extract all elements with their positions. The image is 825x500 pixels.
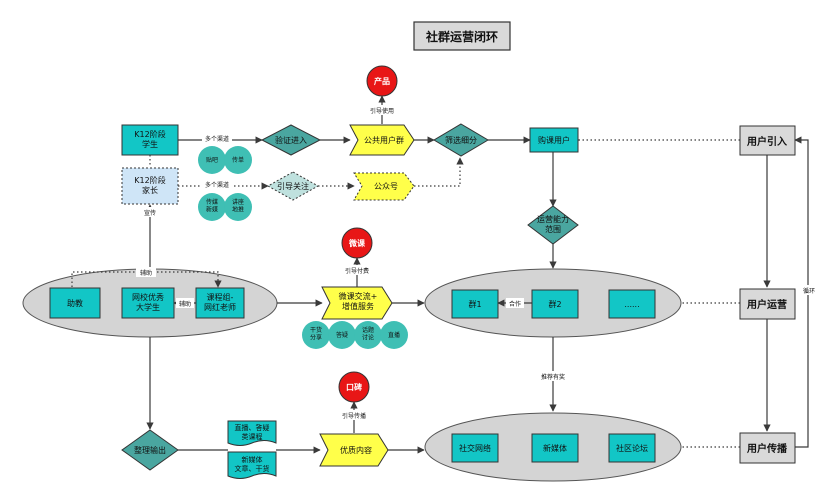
k12-student-label: K12阶段学生 <box>134 129 165 149</box>
quality-content-label: 优质内容 <box>340 445 372 455</box>
cloud2-item-1: 讲座地推 <box>232 198 244 214</box>
label-circulate: 循环 <box>803 287 815 295</box>
guide-follow-label: 引导关注 <box>277 181 309 191</box>
k12-parent-node: K12阶段家长 <box>121 167 179 205</box>
cloud2-item-0: 传媒新媒 <box>206 198 218 214</box>
cloud3-item-1: 答疑 <box>336 331 348 339</box>
tutor-label: 助教 <box>67 298 83 308</box>
cloud1-item-0: 贴吧 <box>206 156 218 164</box>
social-network-node: 社交网络 <box>451 433 499 463</box>
label-recommend: 推荐有奖 <box>541 373 565 381</box>
k12-student-node: K12阶段学生 <box>121 124 179 156</box>
community-forum-label: 社区论坛 <box>616 443 648 453</box>
cloud3-item-3: 直播 <box>388 331 400 339</box>
ops-scope-label: 运营能力范围 <box>537 214 569 234</box>
group2-node: 群2 <box>531 289 579 319</box>
koubei-label: 口碑 <box>346 382 362 392</box>
title-box: 社群运营闭环 <box>413 21 511 51</box>
doc-live-course-label: 直播、答疑类课程 <box>235 423 270 441</box>
group2-label: 群2 <box>548 299 561 309</box>
label-assist: 辅助 <box>140 269 152 277</box>
label-assist-2: 辅助 <box>179 300 191 308</box>
ops-scope-diamond: 运营能力范围 <box>527 205 579 245</box>
label-guide-pay: 引导付费 <box>345 267 369 275</box>
group-more-node: ...... <box>608 289 656 319</box>
cloud-channels-1: 贴吧 传单 <box>198 146 252 174</box>
user-acquire-label: 用户引入 <box>746 135 787 148</box>
cloud1-item-1: 传单 <box>232 156 244 164</box>
official-account-label: 公众号 <box>374 182 398 191</box>
product-label: 产品 <box>374 76 390 86</box>
cloud-services: 干货分享 答疑 话题讨论 直播 <box>302 321 408 349</box>
edge-official-filter <box>414 157 464 187</box>
course-users-label: 购课用户 <box>538 135 570 145</box>
filter-segment-label: 筛选细分 <box>445 135 477 145</box>
group1-label: 群1 <box>468 299 481 309</box>
micro-course-label: 微课交流+增值服务 <box>339 291 378 311</box>
edge-labels: 多个渠道 多个渠道 引导使用 宣传 辅助 辅助 引导付费 合作 推荐有奖 引导传… <box>136 105 818 420</box>
social-network-label: 社交网络 <box>459 443 491 453</box>
user-operate-node: 用户运营 <box>739 288 796 320</box>
diagram-title: 社群运营闭环 <box>425 29 498 44</box>
label-coop: 合作 <box>509 300 521 308</box>
label-promote: 宣传 <box>144 209 156 217</box>
doc-new-media: 新媒体文章、干货 <box>227 451 277 479</box>
cloud-channels-2: 传媒新媒 讲座地推 <box>198 193 252 221</box>
product-circle: 产品 <box>366 65 398 97</box>
teacher-label: 课程组-网红老师 <box>204 292 236 312</box>
guide-follow-diamond: 引导关注 <box>266 171 320 201</box>
user-acquire-node: 用户引入 <box>739 125 796 156</box>
tutor-node: 助教 <box>49 287 101 319</box>
excellent-student-label: 网校优秀大学生 <box>132 292 164 312</box>
public-group-node: 公共用户群 <box>349 124 415 156</box>
label-guide-use: 引导使用 <box>370 107 394 115</box>
user-spread-label: 用户传播 <box>746 442 788 455</box>
label-guide-spread: 引导传播 <box>342 412 366 420</box>
koubei-circle: 口碑 <box>338 371 370 403</box>
verify-entry-label: 验证进入 <box>275 135 307 145</box>
weike-label: 微课 <box>348 238 366 248</box>
organize-output-diamond: 整理输出 <box>121 429 179 471</box>
filter-segment-diamond: 筛选细分 <box>433 123 489 157</box>
new-media-label: 新媒体 <box>543 443 567 453</box>
quality-content-node: 优质内容 <box>319 433 389 467</box>
label-multi-channel-1: 多个渠道 <box>205 135 229 143</box>
cloud3-item-0: 干货分享 <box>310 326 322 342</box>
public-group-label: 公共用户群 <box>364 135 404 145</box>
new-media-node: 新媒体 <box>531 433 579 463</box>
doc-new-media-label: 新媒体文章、干货 <box>235 455 270 473</box>
k12-parent-label: K12阶段家长 <box>134 175 165 195</box>
micro-course-node: 微课交流+增值服务 <box>321 286 393 320</box>
organize-output-label: 整理输出 <box>134 445 166 455</box>
label-multi-channel-2: 多个渠道 <box>205 181 229 189</box>
group-more-label: ...... <box>624 300 639 309</box>
community-forum-node: 社区论坛 <box>608 433 656 463</box>
teacher-node: 课程组-网红老师 <box>195 287 245 319</box>
verify-entry-diamond: 验证进入 <box>260 124 322 156</box>
cloud3-item-2: 话题讨论 <box>362 326 374 342</box>
user-operate-label: 用户运营 <box>746 298 787 311</box>
official-account-node: 公众号 <box>353 172 415 201</box>
course-users-node: 购课用户 <box>529 127 579 153</box>
doc-live-course: 直播、答疑类课程 <box>227 420 277 446</box>
weike-circle: 微课 <box>341 227 373 259</box>
excellent-student-node: 网校优秀大学生 <box>121 287 175 319</box>
group1-node: 群1 <box>451 289 499 319</box>
user-spread-node: 用户传播 <box>739 432 796 464</box>
